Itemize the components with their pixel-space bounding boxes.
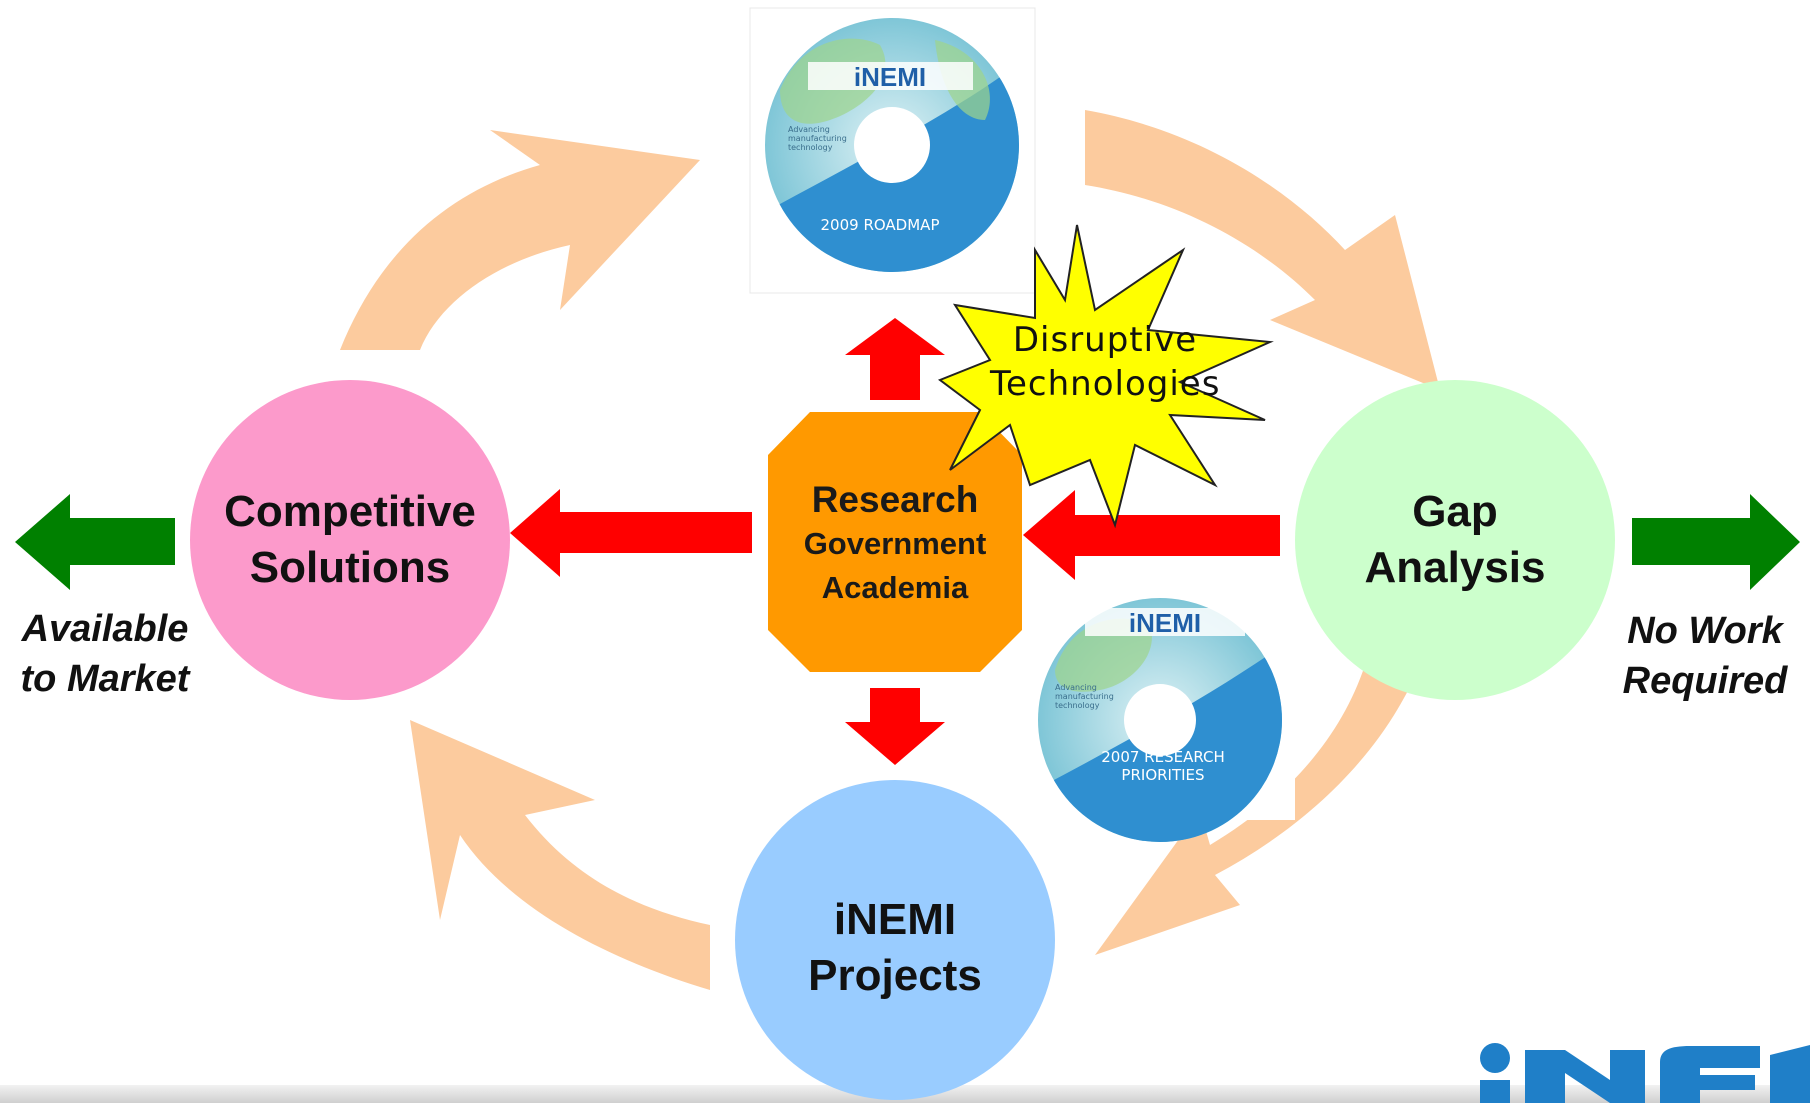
gap-analysis-line-2: Analysis [1364,543,1546,592]
red-arrow-left [510,489,752,577]
cycle-arrow-projects-to-competitive [410,720,710,990]
research-line-1: Research [811,479,979,520]
research-line-3: Academia [821,570,969,605]
logo-i-stem [1480,1080,1510,1103]
cycle-arrow-gap-to-projects [1095,665,1420,955]
research-priorities-cd-tagline-2: manufacturing [1055,692,1114,701]
research-priorities-cd-tagline-1: Advancing [1055,683,1097,692]
research-priorities-cd-tagline-3: technology [1055,701,1100,710]
no-work-required-label: No Work Required [1605,606,1805,706]
green-arrow-icon [15,494,175,590]
inemi-projects-line-1: iNEMI [833,895,957,944]
available-to-market-label: Available to Market [5,604,205,704]
green-arrow-left [15,494,175,590]
no-work-required-line-2: Required [1622,660,1788,702]
research-priorities-cd-caption-2: PRIORITIES [1121,766,1204,784]
red-arrow-down [845,688,945,765]
green-arrow-icon [1632,494,1800,590]
gap-analysis-line-1: Gap [1412,487,1498,536]
research-priorities-cd-hole [1124,684,1196,756]
roadmap-cd-tagline-1: Advancing [788,125,830,134]
cycle-arrow-roadmap-to-gap [1085,110,1440,390]
roadmap-cd-caption: 2009 ROADMAP [821,216,940,234]
research-priorities-cd-land [1055,618,1152,692]
green-arrow-right [1632,494,1800,590]
research-priorities-cd-logo-plate [1085,608,1245,636]
cycle-arrow-icon [340,130,700,350]
research-priorities-cd: iNEMI Advancing manufacturing technology… [1025,590,1295,842]
research-priorities-cd-caption-1: 2007 RESEARCH [1101,748,1225,766]
roadmap-cd-tagline-2: manufacturing [788,134,847,143]
inemi-projects-circle [735,780,1055,1100]
disruptive-technologies-label: Disruptive Technologies [990,318,1220,406]
inemi-projects-line-2: Projects [808,951,982,1000]
red-arrow-icon [845,318,945,400]
red-arrow-up [845,318,945,400]
no-work-required-line-1: No Work [1627,610,1783,652]
inemi-logo [1480,1043,1810,1103]
research-line-2: Government [803,526,987,561]
available-to-market-line-2: to Market [20,658,190,700]
red-arrow-from-gap [1023,490,1280,580]
research-label: Research Government Academia [770,478,1020,610]
cycle-arrow-competitive-to-roadmap [340,130,700,350]
disruptive-technologies-line-1: Disruptive [1012,320,1198,360]
disruptive-technologies-line-2: Technologies [990,364,1221,404]
roadmap-cd-logo-plate [808,62,973,90]
roadmap-cd: iNEMI Advancing manufacturing technology… [749,7,1036,294]
competitive-solutions-line-1: Competitive [224,487,476,536]
available-to-market-line-1: Available [21,608,189,650]
red-arrow-icon [845,688,945,765]
research-priorities-cd-brand: iNEMI [1129,608,1201,638]
red-arrow-icon [1023,490,1280,580]
gap-analysis-label: Gap Analysis [1295,484,1615,596]
inemi-projects-label: iNEMI Projects [735,892,1055,1004]
red-arrow-icon [510,489,752,577]
logo-letter-m [1770,1045,1810,1103]
gap-analysis-circle [1295,380,1615,700]
logo-letter-e [1660,1046,1760,1103]
cycle-arrow-icon [1095,665,1420,955]
roadmap-cd-brand: iNEMI [854,62,926,92]
logo-icon [1480,1043,1510,1073]
roadmap-cd-tagline-3: technology [788,143,833,152]
cycle-arrow-icon [410,720,710,990]
logo-letter-n [1525,1050,1645,1103]
disruptive-technologies-burst [937,224,1274,529]
cycle-arrow-icon [1085,110,1440,390]
roadmap-cd-hole [854,107,930,183]
competitive-solutions-label: Competitive Solutions [190,484,510,596]
competitive-solutions-line-2: Solutions [249,543,451,592]
research-octagon [768,412,1022,672]
competitive-solutions-circle [190,380,510,700]
